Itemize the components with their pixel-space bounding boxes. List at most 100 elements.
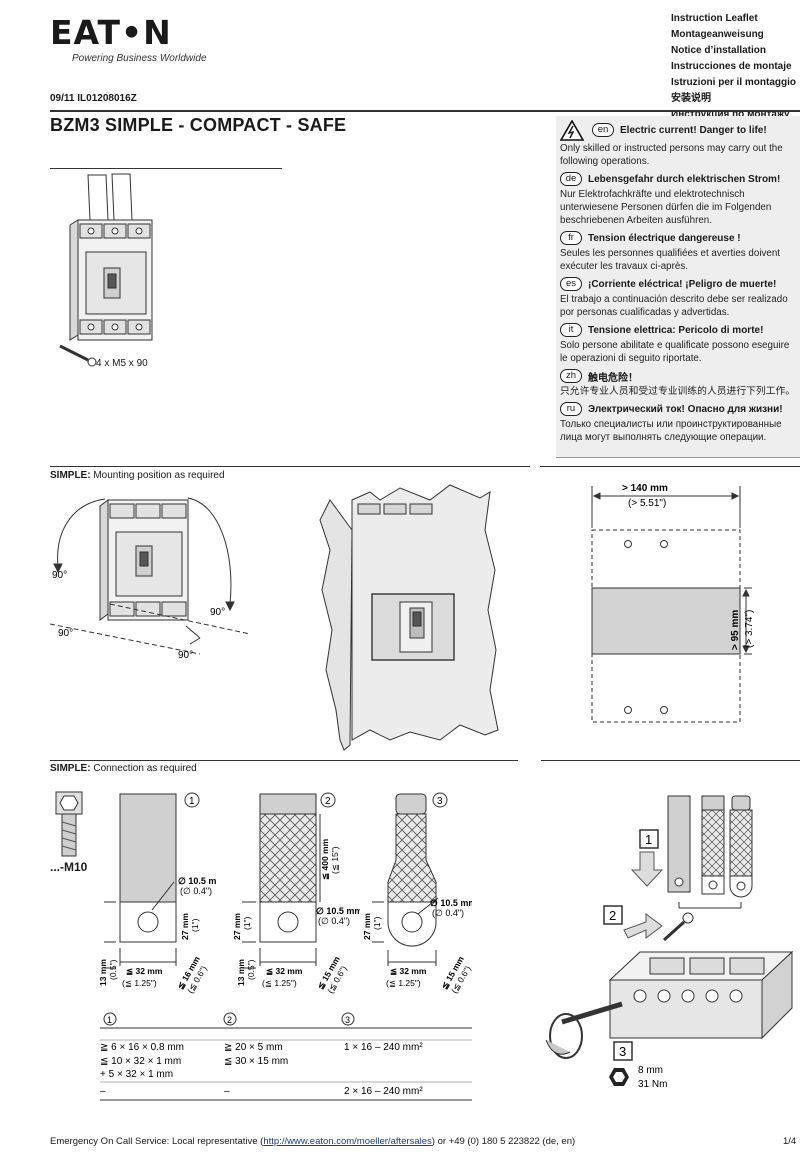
page-number: 1/4 — [783, 1136, 797, 1147]
warning-text-zh: 只允许专业人员和受过专业训练的人员进行下列工作。 — [560, 386, 796, 397]
wrench-size-label: 8 mm — [638, 1065, 663, 1076]
warning-title-it: Tensione elettrica: Pericolo di morte! — [588, 324, 764, 336]
warning-text-it: Solo persone abilitate e qualificate pos… — [560, 340, 790, 364]
safety-warning-box: en Electric current! Danger to life! Onl… — [556, 116, 800, 458]
leaflet-title-fr: Notice d’installation — [671, 45, 767, 56]
option-3-dim-27-in: (1") — [372, 916, 382, 930]
door-clearance-dimensions-drawing: > 140 mm (> 5.51") > 95 mm (> 3.74") — [591, 483, 755, 723]
option-2-dim-13-in: (0.5") — [246, 959, 256, 980]
divider-mounting-left — [50, 466, 530, 467]
divider-mounting-right — [540, 466, 800, 467]
flat-busbar-drawing: 1 ∅ 10.5 mm (∅ 0.4") 27 mm (1") 13 mm (0… — [98, 792, 216, 995]
connection-label-text: Connection as required — [90, 763, 197, 774]
option-1-dim-32-in: (≦ 1.25") — [122, 978, 157, 988]
warning-header-it: it Tensione elettrica: Pericolo di morte… — [560, 321, 796, 339]
option-1-hole-dia-in: (∅ 0.4") — [180, 886, 212, 896]
leaflet-title-it: Istruzioni per il montaggio — [671, 77, 796, 88]
angle-label-top-left: 90° — [52, 570, 67, 581]
language-badge-es: es — [560, 277, 582, 291]
leaflet-title-list: Instruction Leaflet Montageanweisung Not… — [671, 11, 796, 123]
warning-header-ru: ru Электрический ток! Опасно для жизни! — [560, 400, 796, 418]
option-2-hole-dia: ∅ 10.5 mm — [316, 906, 360, 916]
option-2-dim-32: ≦ 32 mm — [266, 966, 303, 976]
table-header-1: 1 — [107, 1015, 112, 1025]
footer-prefix: Emergency On Call Service: Local represe… — [50, 1136, 264, 1147]
warning-text-de: Nur Elektrofachkräfte und elektrotechnis… — [560, 189, 772, 226]
clearance-height-inch-label: (> 3.74") — [744, 610, 755, 648]
header-divider — [50, 110, 800, 112]
step-3-marker: 3 — [619, 1044, 626, 1059]
page-title: BZM3 SIMPLE - COMPACT - SAFE — [50, 115, 347, 135]
warning-text-fr: Seules les personnes qualifiées et avert… — [560, 248, 781, 272]
hex-socket-bolt-icon — [55, 791, 83, 857]
screw-size-label: 4 x M5 x 90 — [96, 358, 148, 369]
option-1-dim-27: 27 mm — [180, 913, 190, 940]
language-badge-en: en — [592, 123, 614, 137]
option-2-dim-400: ≦ 400 mm — [320, 838, 330, 880]
warning-text-es: El trabajo a continuación descrito debe … — [560, 294, 788, 318]
aftersales-link[interactable]: http://www.eaton.com/moeller/aftersales — [263, 1136, 432, 1147]
table-cell-r4-c3: 2 × 16 – 240 mm² — [344, 1086, 423, 1097]
warning-text-en: Only skilled or instructed persons may c… — [560, 143, 783, 167]
step-2-marker: 2 — [609, 908, 616, 923]
option-2-dim-13: 13 mm — [236, 959, 246, 986]
table-cell-r1-c3: 1 × 16 – 240 mm² — [344, 1042, 423, 1053]
leaflet-title-ru: Инструкция по монтажу — [671, 109, 790, 120]
language-badge-fr: fr — [560, 231, 582, 245]
title-underline — [50, 168, 282, 169]
mounting-section-label: SIMPLE: Mounting position as required — [50, 470, 225, 481]
option-3-dim-32-in: (≦ 1.25") — [386, 978, 421, 988]
braided-strap-drawing: 2 ≦ 400 mm (≦ 15") ∅ 10.5 mm (∅ 0.4") 27… — [232, 792, 360, 995]
option-1-dim-13: 13 mm — [98, 959, 108, 986]
language-badge-it: it — [560, 323, 582, 337]
warning-header-zh: zh 触电危险！ — [560, 367, 796, 385]
warning-title-zh: 触电危险！ — [588, 372, 638, 384]
warning-text-ru: Только специалисты или проинструктирован… — [560, 419, 782, 443]
warning-header-de: de Lebensgefahr durch elektrischen Strom… — [560, 170, 796, 188]
clearance-width-label: > 140 mm — [622, 483, 668, 494]
angle-label-bottom-left: 90° — [58, 628, 73, 639]
table-cell-r1-c1: ≧ 6 × 16 × 0.8 mm — [100, 1042, 184, 1053]
table-cell-r4-c2: – — [224, 1086, 230, 1097]
warning-title-es: ¡Corriente eléctrica! ¡Peligro de muerte… — [588, 278, 777, 290]
option-3-dim-27: 27 mm — [362, 913, 372, 940]
option-1-dim-13-in: (0.5") — [108, 959, 118, 980]
table-header-3: 3 — [345, 1015, 350, 1025]
warning-title-de: Lebensgefahr durch elektrischen Strom! — [588, 173, 781, 185]
table-cell-r2-c2: ≦ 30 × 15 mm — [224, 1056, 288, 1067]
footer-suffix: ) or +49 (0) 180 5 223822 (de, en) — [431, 1136, 576, 1147]
mounting-label-bold: SIMPLE: — [50, 470, 91, 481]
cable-lug-drawing: 3 ∅ 10.5 mm (∅ 0.4") 27 mm (1") ≦ 32 mm … — [362, 792, 472, 995]
warning-header-en: en Electric current! Danger to life! — [560, 118, 796, 142]
connection-label-bold: SIMPLE: — [50, 763, 91, 774]
breaker-with-phase-barriers-drawing — [59, 173, 153, 367]
warning-title-fr: Tension électrique dangereuse ! — [588, 232, 741, 244]
divider-connection-left — [50, 760, 518, 761]
language-badge-zh: zh — [560, 369, 582, 383]
leaflet-title-es: Instrucciones de montaje — [671, 61, 792, 72]
option-3-hole-dia: ∅ 10.5 mm — [430, 898, 472, 908]
table-header-2: 2 — [227, 1015, 232, 1025]
language-badge-de: de — [560, 172, 582, 186]
option-2-dim-27: 27 mm — [232, 913, 242, 940]
torque-label: 31 Nm — [638, 1079, 667, 1090]
warning-header-fr: fr Tension électrique dangereuse ! — [560, 229, 796, 247]
option-2-marker: 2 — [325, 796, 331, 807]
option-2-dim-27-in: (1") — [242, 916, 252, 930]
leaflet-title-zh: 安装说明 — [671, 93, 711, 104]
option-2-dim-32-in: (≦ 1.25") — [262, 978, 297, 988]
tagline: Powering Business Worldwide — [72, 53, 207, 64]
terminal-assembly-steps-drawing: 1 2 3 8 mm 31 Nm — [545, 795, 794, 1090]
option-1-marker: 1 — [189, 796, 195, 807]
option-3-marker: 3 — [437, 796, 443, 807]
option-3-hole-dia-in: (∅ 0.4") — [432, 908, 464, 918]
option-3-dim-32: ≦ 32 mm — [390, 966, 427, 976]
conductor-size-table: 1 2 3 ≧ 6 × 16 × 0.8 mm ≧ 20 × 5 mm 1 × … — [100, 1012, 472, 1101]
connection-section-label: SIMPLE: Connection as required — [50, 763, 197, 774]
clearance-width-inch-label: (> 5.51") — [628, 498, 666, 509]
high-voltage-icon — [560, 119, 584, 141]
document-reference: 09/11 IL01208016Z — [50, 93, 137, 104]
table-cell-r1-c2: ≧ 20 × 5 mm — [224, 1042, 283, 1053]
eaton-logo: EAT•N — [50, 13, 172, 52]
option-1-hole-dia: ∅ 10.5 mm — [178, 876, 216, 886]
